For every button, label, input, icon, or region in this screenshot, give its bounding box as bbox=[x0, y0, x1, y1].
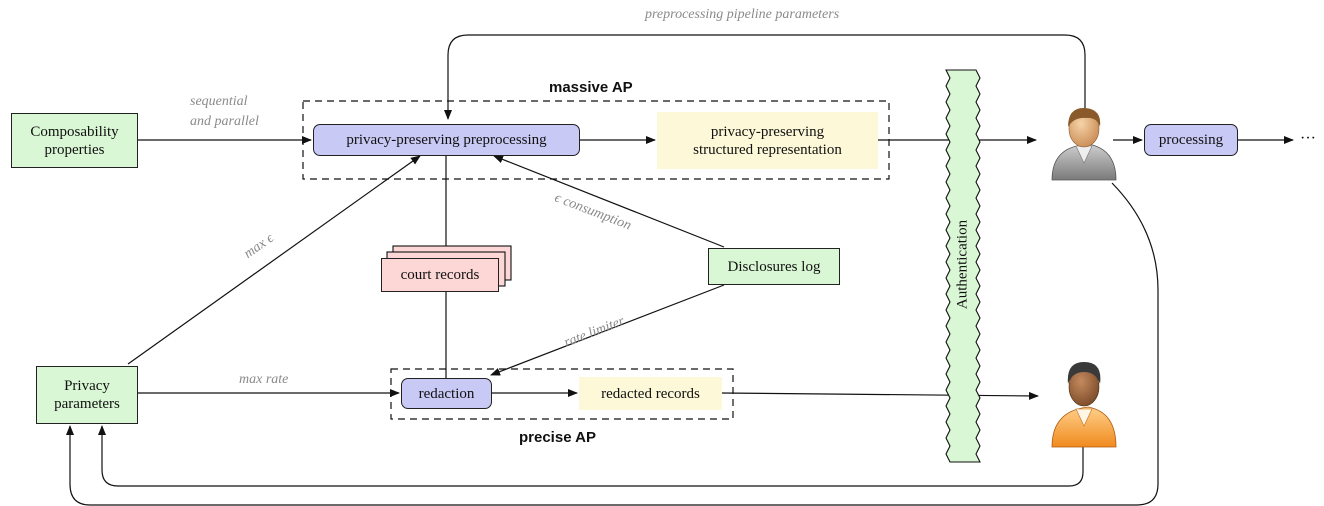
court-records-label: court records bbox=[400, 267, 480, 283]
output-ellipsis: ··· bbox=[1300, 130, 1316, 147]
preprocessing-label: privacy-preserving preprocessing bbox=[346, 132, 547, 148]
edge-pipeline-params bbox=[444, 34, 1086, 120]
composability-properties-box: Composability properties bbox=[11, 113, 138, 168]
edge-privacy-preprocessing bbox=[127, 155, 421, 365]
redacted-records-box: redacted records bbox=[579, 377, 722, 410]
massive-ap-label: massive AP bbox=[549, 79, 633, 96]
official-person-icon bbox=[1051, 362, 1117, 448]
structured-representation-label: privacy-preserving structured representa… bbox=[693, 123, 842, 158]
pipeline-params-label: preprocessing pipeline parameters bbox=[645, 7, 840, 22]
redaction-box: redaction bbox=[401, 378, 492, 409]
edge-disclosures-redaction bbox=[490, 284, 725, 376]
redacted-records-label: redacted records bbox=[601, 385, 700, 402]
disclosures-log-label: Disclosures log bbox=[727, 258, 821, 275]
processing-label: processing bbox=[1158, 132, 1224, 148]
redaction-label: redaction bbox=[418, 385, 475, 402]
precise-ap-label: precise AP bbox=[519, 429, 596, 446]
max-rate-label: max rate bbox=[239, 372, 289, 387]
authentication-box bbox=[945, 69, 981, 463]
authentication-label: Authentication bbox=[954, 219, 971, 310]
privacy-parameters-label: Privacy parameters bbox=[54, 378, 120, 412]
processing-box: processing bbox=[1144, 124, 1238, 156]
parallel-label: and parallel bbox=[190, 114, 259, 129]
edge-official-feedback bbox=[98, 425, 1084, 487]
edge-analyst-feedback bbox=[66, 182, 1159, 506]
disclosures-log-box: Disclosures log bbox=[708, 248, 840, 285]
edge-disclosures-preprocessing bbox=[493, 155, 725, 248]
court-records-box: court records bbox=[381, 258, 499, 292]
sequential-label: sequential bbox=[190, 94, 248, 109]
privacy-parameters-box: Privacy parameters bbox=[36, 366, 138, 424]
edge-redacted-official bbox=[721, 391, 1039, 400]
composability-properties-label: Composability properties bbox=[30, 123, 119, 158]
analyst-person-icon bbox=[1051, 107, 1117, 181]
structured-representation-box: privacy-preserving structured representa… bbox=[657, 112, 878, 169]
preprocessing-box: privacy-preserving preprocessing bbox=[313, 124, 580, 156]
